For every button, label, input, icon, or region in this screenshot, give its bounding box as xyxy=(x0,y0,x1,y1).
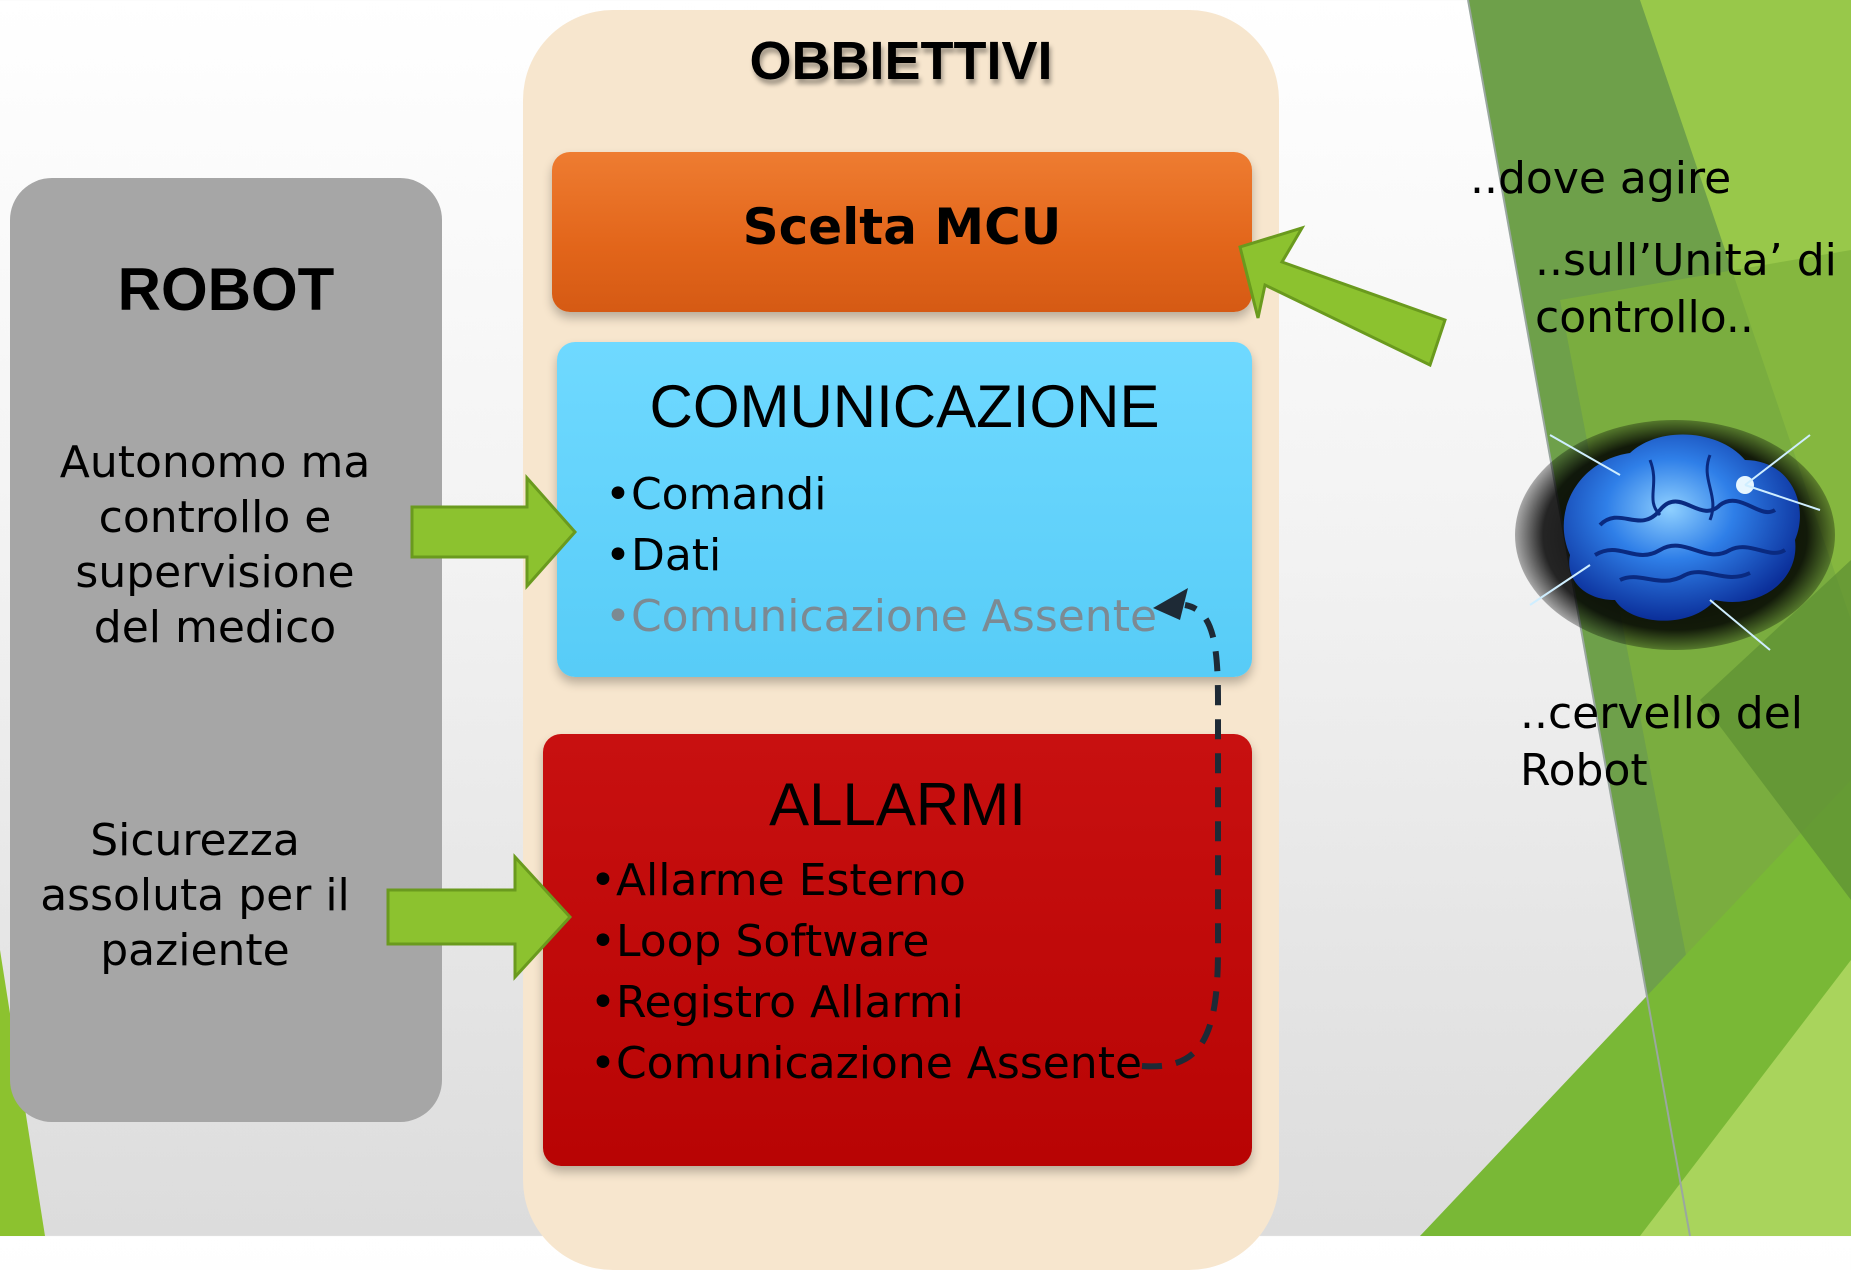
arrow-left-icon xyxy=(1238,225,1447,368)
list-item: Comunicazione Assente xyxy=(590,1033,1142,1094)
robot-title: ROBOT xyxy=(117,256,335,323)
list-item: Allarme Esterno xyxy=(590,850,1142,911)
brain-icon xyxy=(1515,420,1835,651)
list-item: Loop Software xyxy=(590,911,1142,972)
robot-safety-text: Sicurezza assoluta per il paziente xyxy=(40,815,350,976)
objectives-title: OBBIETTIVI xyxy=(749,31,1053,91)
where-to-act-text: ..dove agire xyxy=(1470,153,1732,204)
list-item: Comunicazione Assente xyxy=(605,586,1157,647)
arrows-overlay xyxy=(386,225,1447,1070)
list-item: Dati xyxy=(605,525,1157,586)
mcu-box xyxy=(552,152,1252,312)
arrow-right-icon xyxy=(410,474,578,590)
robot-autonomy-text: Autonomo ma controllo e supervisione del… xyxy=(59,437,371,653)
communication-title: COMUNICAZIONE xyxy=(649,373,1160,440)
list-item: Comandi xyxy=(605,464,1157,525)
control-unit-text: ..sull’Unita’ di controllo.. xyxy=(1535,235,1837,343)
robot-panel xyxy=(10,178,442,1122)
list-item: Registro Allarmi xyxy=(590,972,1142,1033)
arrowhead-icon xyxy=(1153,588,1188,620)
arrow-right-icon xyxy=(386,853,573,981)
dashed-feedback-arrow xyxy=(1141,602,1221,1070)
mcu-label: Scelta MCU xyxy=(742,198,1062,256)
alarms-list: Allarme Esterno Loop Software Registro A… xyxy=(590,850,1142,1094)
robot-brain-text: ..cervello del Robot xyxy=(1520,688,1804,796)
alarms-title: ALLARMI xyxy=(769,771,1026,838)
communication-list: Comandi Dati Comunicazione Assente xyxy=(605,464,1157,647)
